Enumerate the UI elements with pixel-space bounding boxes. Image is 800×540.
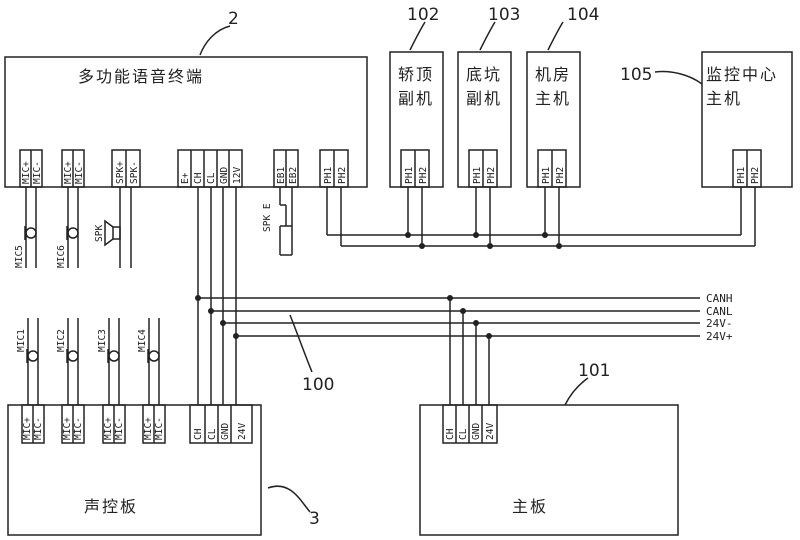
unit-102-line-1: 轿顶 <box>398 65 434 84</box>
bus-line-canh: CANH <box>706 292 733 305</box>
speaker-label: SPK <box>94 225 105 242</box>
unit-102-ref: 102 <box>407 5 439 25</box>
mic5-symbol <box>24 187 37 268</box>
unit-104-ref: 104 <box>567 5 599 25</box>
voice-board-can-pin-1: CH <box>193 428 204 440</box>
voice-board-mic2-pin-2: MIC- <box>73 417 84 440</box>
terminal-mic-b-pin-2: MIC- <box>74 161 85 184</box>
main-board-box <box>419 404 679 536</box>
voice-board-mic3-pin-1: MIC+ <box>103 417 114 440</box>
main-board-can-pin-1: CH <box>445 428 456 440</box>
main-board-title: 主板 <box>512 497 548 516</box>
unit-104-pin-1: PH1 <box>541 167 552 184</box>
mic6-symbol <box>66 187 79 268</box>
terminal-spk-pin-2: SPK- <box>129 161 140 184</box>
terminal-eb-pin-1: EB1 <box>276 167 287 184</box>
terminal-spk-pin-1: SPK+ <box>115 161 126 184</box>
voice-control-board-box <box>7 404 262 536</box>
voice-board-can-pin-3: GND <box>220 423 231 440</box>
unit-105-line-1: 监控中心 <box>706 65 778 84</box>
terminal-ref: 2 <box>228 9 239 29</box>
bus-line-canl: CANL <box>706 305 733 318</box>
unit-102-pin-2: PH2 <box>418 167 429 184</box>
unit-104-line-1: 机房 <box>535 65 571 84</box>
unit-105-ref: 105 <box>620 65 652 85</box>
voice-board-title: 声控板 <box>84 497 138 516</box>
speaker-symbol <box>104 187 132 268</box>
bus-line-24v-plus: 24V+ <box>706 330 733 343</box>
terminal-mic-a-pin-1: MIC+ <box>21 161 32 184</box>
mic5-label: MIC5 <box>14 245 25 268</box>
terminal-ph-pin-2: PH2 <box>337 167 348 184</box>
main-board-leader-line <box>564 377 589 406</box>
main-board-ref: 101 <box>578 361 610 381</box>
voice-board-mic2-pin-1: MIC+ <box>62 417 73 440</box>
main-board-can-pin-3: GND <box>471 423 482 440</box>
unit-103-ref: 103 <box>488 5 520 25</box>
main-board-can-pin-2: CL <box>458 428 469 440</box>
unit-104-line-2: 主机 <box>535 89 571 108</box>
voice-board-mic4-pin-1: MIC+ <box>143 417 154 440</box>
eb-button-symbol <box>279 187 293 256</box>
mic1-symbol <box>26 318 39 405</box>
terminal-can-pin-2: CH <box>193 172 204 184</box>
voice-board-mic3-pin-2: MIC- <box>114 417 125 440</box>
bus-ref: 100 <box>302 375 334 395</box>
voice-board-mic1-pin-1: MIC+ <box>22 417 33 440</box>
terminal-title: 多功能语音终端 <box>78 67 204 86</box>
main-board-can-pin-4: 24V <box>485 423 496 440</box>
terminal-mic-b-pin-1: MIC+ <box>63 161 74 184</box>
bus-leader-line <box>289 314 313 373</box>
unit-105-pin-1: PH1 <box>736 167 747 184</box>
terminal-can-connector <box>177 149 243 188</box>
junction-dots <box>195 232 562 339</box>
unit-102-line-2: 副机 <box>398 89 434 108</box>
mic3-symbol <box>107 318 120 405</box>
unit-105-line-2: 主机 <box>706 89 742 108</box>
mic2-label: MIC2 <box>56 329 67 352</box>
terminal-can-pin-1: E+ <box>180 172 191 184</box>
unit-103-line-1: 底坑 <box>466 65 502 84</box>
unit-103-pin-1: PH1 <box>472 167 483 184</box>
terminal-leader-line <box>199 25 231 56</box>
terminal-can-pin-5: 12V <box>232 167 243 184</box>
unit-104-pin-2: PH2 <box>555 167 566 184</box>
voice-board-ref: 3 <box>309 509 320 529</box>
mic2-symbol <box>66 318 79 405</box>
unit-102-pin-1: PH1 <box>404 167 415 184</box>
terminal-mic-a-pin-2: MIC- <box>32 161 43 184</box>
voice-board-mic1-pin-2: MIC- <box>33 417 44 440</box>
terminal-eb-pin-2: EB2 <box>288 167 299 184</box>
terminal-ph-pin-1: PH1 <box>323 167 334 184</box>
voice-board-can-pin-4: 24V <box>237 423 248 440</box>
mic1-label: MIC1 <box>16 329 27 352</box>
unit-105-pin-2: PH2 <box>750 167 761 184</box>
voice-board-can-pin-2: CL <box>207 428 218 440</box>
bus-line-24v-minus: 24V- <box>706 317 733 330</box>
board-leader-line <box>267 485 311 513</box>
mic4-symbol <box>147 318 160 405</box>
eb-button-label: SPK E <box>262 203 273 232</box>
mic4-label: MIC4 <box>137 329 148 352</box>
mic6-label: MIC6 <box>56 245 67 268</box>
voice-board-mic4-pin-2: MIC- <box>154 417 165 440</box>
mic3-label: MIC3 <box>97 329 108 352</box>
terminal-can-pin-4: GND <box>219 167 230 184</box>
terminal-can-pin-3: CL <box>206 172 217 184</box>
unit-103-line-2: 副机 <box>466 89 502 108</box>
ph-bus <box>326 187 756 247</box>
unit-103-pin-2: PH2 <box>486 167 497 184</box>
